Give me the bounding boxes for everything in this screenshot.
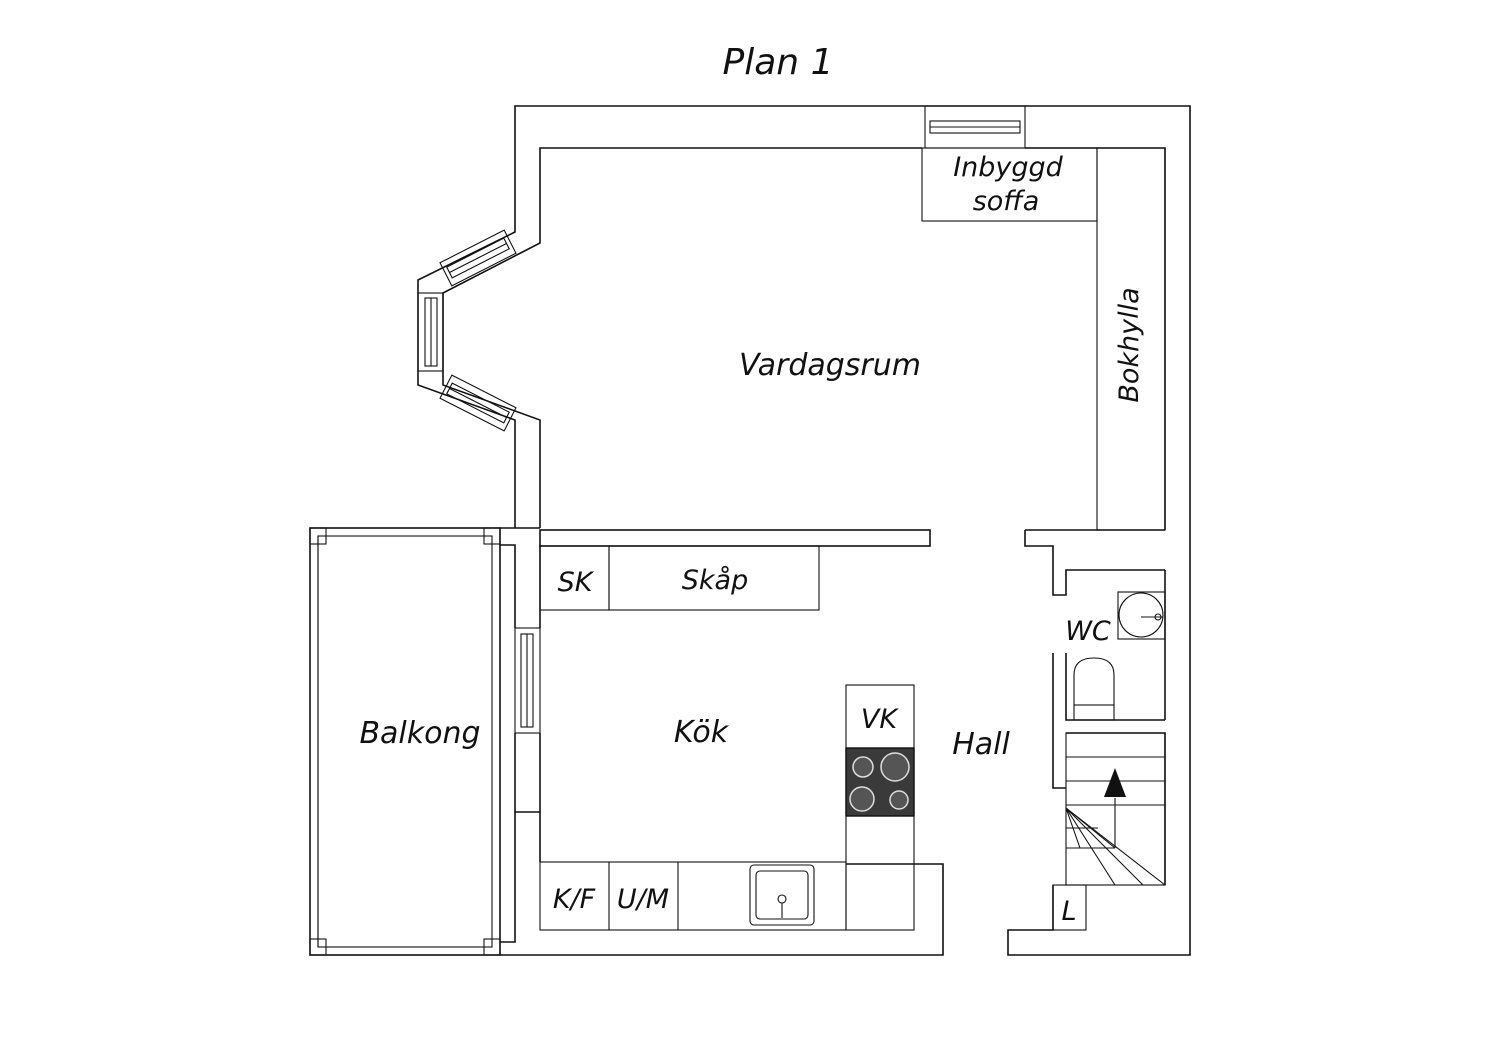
um-label: U/M: [617, 884, 669, 915]
sofa-label-line1: Inbyggd: [953, 152, 1063, 183]
sk-label: SK: [558, 567, 595, 598]
room-label-balkong: Balkong: [359, 716, 480, 751]
window-icon: [514, 627, 541, 734]
washbasin-icon: [1117, 591, 1166, 640]
bay-window-icon: [417, 229, 517, 432]
l-label: L: [1061, 896, 1076, 927]
kf-label: K/F: [553, 884, 596, 915]
wardrobes: SK Skåp: [539, 545, 820, 611]
staircase-icon: L: [1052, 732, 1166, 931]
balcony: [309, 527, 501, 956]
window-icon: [924, 105, 1026, 149]
toilet-icon: [1073, 657, 1115, 721]
built-in-sofa: Inbyggd soffa: [921, 147, 1098, 222]
room-label-kok: Kök: [674, 715, 730, 750]
vk-label: VK: [861, 704, 899, 735]
bookshelf: Bokhylla: [1096, 147, 1166, 531]
bookshelf-label: Bokhylla: [1114, 287, 1145, 402]
skap-label: Skåp: [682, 565, 748, 596]
stove-icon: [845, 747, 915, 817]
plan-title: Plan 1: [723, 42, 834, 83]
room-label-vardagsrum: Vardagsrum: [739, 348, 921, 383]
stair-arrow-icon: [1104, 768, 1126, 797]
room-label-wc: WC: [1065, 616, 1111, 647]
kitchen-sink-icon: [749, 864, 815, 926]
room-label-hall: Hall: [952, 727, 1010, 762]
sofa-label-line2: soffa: [973, 186, 1040, 217]
interior-walls: [539, 529, 1166, 885]
